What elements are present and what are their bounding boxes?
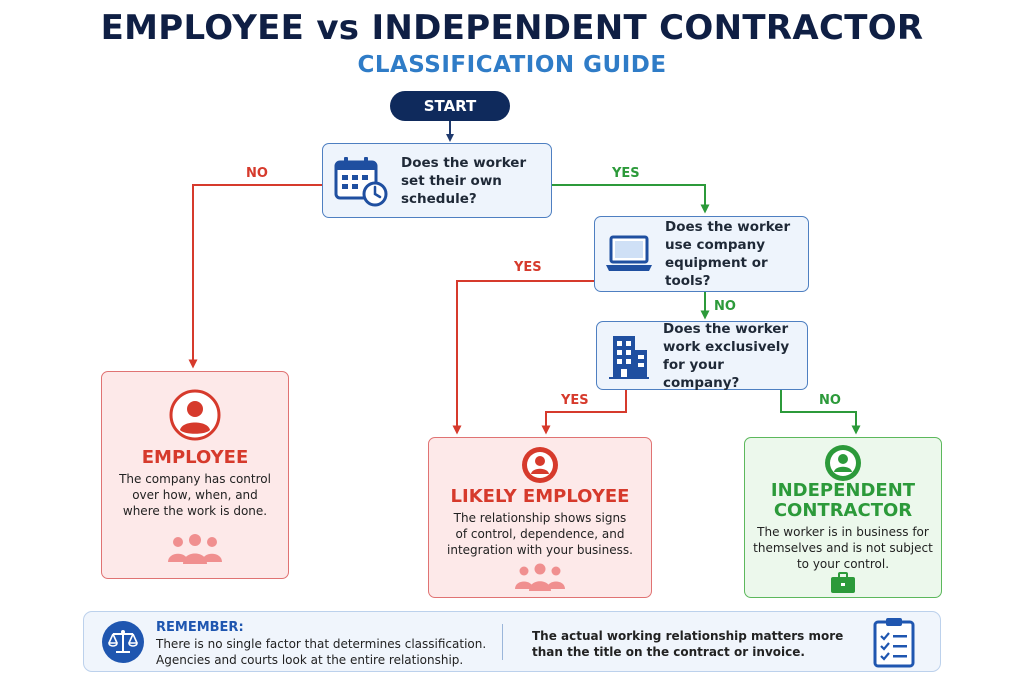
diagram-subtitle: CLASSIFICATION GUIDE <box>357 52 667 78</box>
outcome-title: INDEPENDENT CONTRACTOR <box>770 480 916 521</box>
group-icon <box>429 562 651 592</box>
remember-divider <box>502 624 503 660</box>
outcome-employee: EMPLOYEE The company has control over ho… <box>101 371 289 579</box>
arrow-q1-no <box>188 184 322 369</box>
laptop-icon <box>605 234 653 274</box>
person-icon <box>102 388 288 442</box>
person-icon <box>429 446 651 484</box>
group-icon <box>102 532 288 566</box>
person-icon <box>745 444 941 482</box>
remember-heading: REMEMBER: <box>156 620 244 635</box>
outcome-description: The relationship shows signs of control,… <box>447 511 633 557</box>
label-q1-yes: YES <box>612 166 640 181</box>
remember-panel: REMEMBER: There is no single factor that… <box>83 611 941 672</box>
scale-icon <box>102 621 144 663</box>
outcome-likely-employee: LIKELY EMPLOYEE The relationship shows s… <box>428 437 652 598</box>
question-text: Does the worker use company equipment or… <box>665 219 791 289</box>
label-q3-yes: YES <box>561 393 589 408</box>
outcome-description: The worker is in business for themselves… <box>753 525 933 571</box>
label-q3-no: NO <box>819 393 841 408</box>
question-text: Does the worker set their own schedule? <box>401 154 527 207</box>
question-exclusive: Does the worker work exclusively for you… <box>596 320 808 391</box>
label-q2-no: NO <box>714 299 736 314</box>
calendar-clock-icon <box>333 154 389 208</box>
outcome-independent-contractor: INDEPENDENT CONTRACTOR The worker is in … <box>744 437 942 598</box>
outcome-title: LIKELY EMPLOYEE <box>450 486 630 507</box>
arrow-q1-yes <box>552 184 710 214</box>
briefcase-icon <box>745 572 941 594</box>
remember-text-secondary: The actual working relationship matters … <box>532 629 844 659</box>
outcome-title: EMPLOYEE <box>141 447 249 468</box>
label-q1-no: NO <box>246 166 268 181</box>
checklist-icon <box>872 616 916 672</box>
diagram-title: EMPLOYEE vs INDEPENDENT CONTRACTOR <box>100 8 924 48</box>
remember-text: There is no single factor that determine… <box>156 637 487 667</box>
label-q2-yes: YES <box>514 260 542 275</box>
question-equipment: Does the worker use company equipment or… <box>594 216 809 292</box>
office-building-icon <box>607 332 651 380</box>
outcome-description: The company has control over how, when, … <box>119 472 271 518</box>
question-schedule: Does the worker set their own schedule? <box>322 143 552 218</box>
question-text: Does the worker work exclusively for you… <box>663 320 790 391</box>
start-node: START <box>390 91 510 121</box>
